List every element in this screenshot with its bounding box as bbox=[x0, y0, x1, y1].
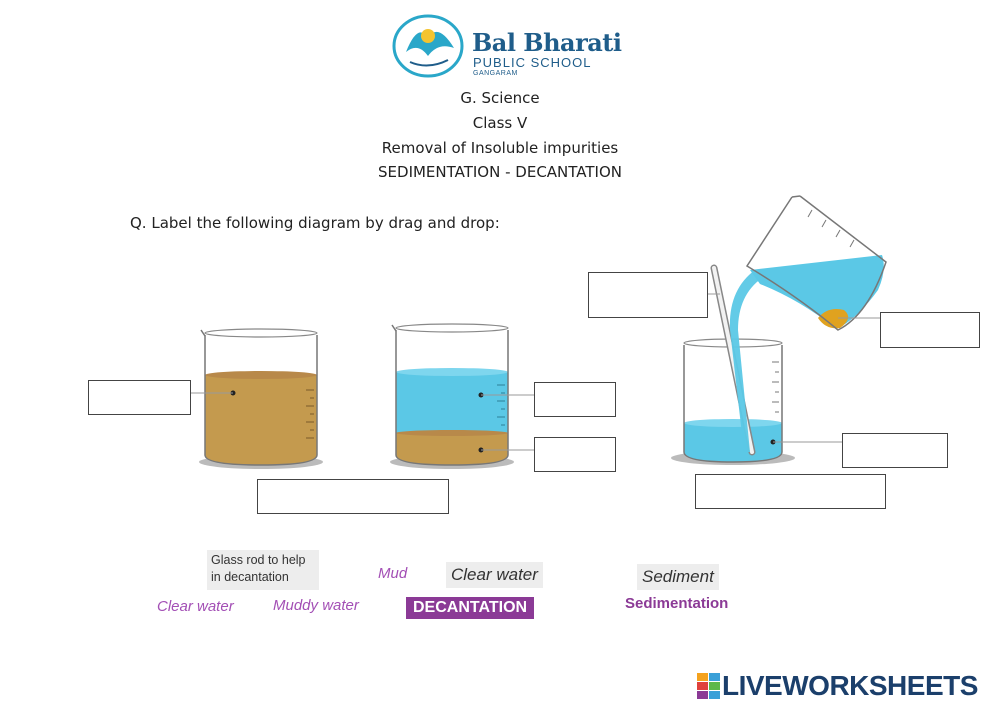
topic-heading: Removal of Insoluble impurities bbox=[381, 139, 619, 157]
drop-box-glass-rod[interactable] bbox=[588, 272, 708, 318]
beaker-receiving bbox=[671, 338, 842, 465]
drop-box-beaker1-title[interactable] bbox=[257, 479, 449, 514]
drop-box-clear-water-decantation[interactable] bbox=[842, 433, 948, 468]
drag-label-mud[interactable]: Mud bbox=[378, 565, 408, 582]
drop-box-mud[interactable] bbox=[534, 437, 616, 472]
beaker-sedimentation bbox=[390, 323, 535, 469]
school-branch: GANGARAM bbox=[473, 70, 518, 77]
drag-label-sediment[interactable]: Sediment bbox=[637, 564, 719, 590]
subject-heading: G. Science bbox=[460, 89, 540, 107]
drop-box-sediment[interactable] bbox=[880, 312, 980, 348]
liveworksheets-logo-icon bbox=[697, 673, 720, 699]
subtopic-heading: SEDIMENTATION - DECANTATION bbox=[378, 163, 622, 181]
drag-label-glass-rod-line1: Glass rod to help bbox=[211, 553, 306, 567]
class-heading: Class V bbox=[472, 114, 528, 132]
drop-box-beaker3-title[interactable] bbox=[695, 474, 886, 509]
school-type: PUBLIC SCHOOL bbox=[473, 55, 592, 70]
drag-label-muddy-water[interactable]: Muddy water bbox=[273, 597, 359, 614]
drag-label-glass-rod-line2: in decantation bbox=[211, 570, 289, 584]
drag-label-clear-water-gray[interactable]: Clear water bbox=[446, 562, 543, 588]
school-logo-icon bbox=[392, 14, 464, 78]
drag-label-decantation[interactable]: DECANTATION bbox=[406, 597, 535, 619]
drag-label-clear-water-purple[interactable]: Clear water bbox=[157, 598, 234, 615]
question-text: Q. Label the following diagram by drag a… bbox=[130, 214, 500, 232]
beaker-muddy-water bbox=[190, 328, 323, 469]
pouring-stream bbox=[729, 270, 762, 452]
drag-label-sedimentation[interactable]: Sedimentation bbox=[625, 595, 729, 612]
drop-box-muddy-water[interactable] bbox=[88, 380, 191, 415]
liveworksheets-brand: LIVEWORKSHEETS bbox=[722, 670, 978, 701]
beaker-pouring bbox=[745, 195, 887, 331]
school-name: Bal Bharati bbox=[472, 28, 622, 57]
drag-label-glass-rod[interactable]: Glass rod to help in decantation bbox=[207, 550, 319, 590]
drop-box-clear-water-sedimentation[interactable] bbox=[534, 382, 616, 417]
